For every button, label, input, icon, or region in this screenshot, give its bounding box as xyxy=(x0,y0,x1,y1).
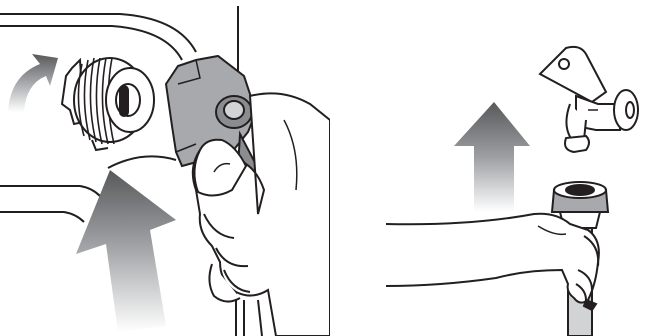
rotate-arrow xyxy=(8,54,58,112)
hand xyxy=(386,214,599,310)
right-panel xyxy=(330,0,661,336)
up-arrow xyxy=(454,102,530,212)
left-panel xyxy=(0,0,330,336)
right-panel-drawing xyxy=(330,0,661,336)
water-tap xyxy=(540,47,638,152)
up-arrow xyxy=(76,170,176,332)
left-panel-drawing xyxy=(0,0,330,336)
threaded-inlet-valve xyxy=(62,58,154,150)
